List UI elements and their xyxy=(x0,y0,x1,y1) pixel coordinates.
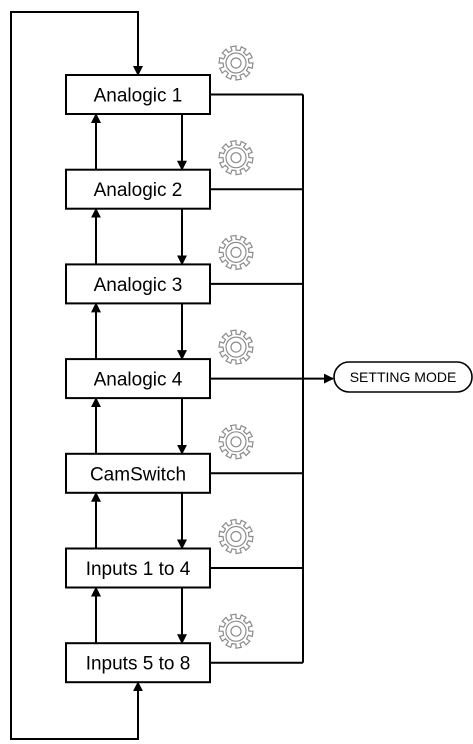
node-label-inputs-1-4: Inputs 1 to 4 xyxy=(86,559,191,580)
setting-mode-pill xyxy=(333,361,473,393)
setting-mode-label: SETTING MODE xyxy=(350,369,457,385)
node-label-analogic-1: Analogic 1 xyxy=(94,86,183,107)
node-label-analogic-3: Analogic 3 xyxy=(94,275,183,296)
node-label-inputs-5-8: Inputs 5 to 8 xyxy=(86,654,191,675)
setting-mode-terminal: SETTING MODE xyxy=(333,361,473,393)
gear-icon xyxy=(218,518,254,555)
gear-icon xyxy=(218,140,254,176)
gear-icon xyxy=(218,234,254,271)
gear-icon xyxy=(218,45,254,81)
mode-nodes: Analogic 1 Analogic 2 Analogic 3 Analogic 4… xyxy=(65,74,211,684)
node-label-analogic-4: Analogic 4 xyxy=(94,370,183,391)
connector-lines xyxy=(10,11,334,740)
node-box-analogic-2 xyxy=(65,168,211,210)
node-box-analogic-4 xyxy=(65,358,211,400)
settings-icons xyxy=(218,45,254,649)
gear-icon xyxy=(218,424,254,460)
gear-icon xyxy=(218,613,254,649)
node-box-analogic-1 xyxy=(65,74,211,115)
node-box-camswitch xyxy=(65,452,211,494)
node-label-camswitch: CamSwitch xyxy=(90,464,186,485)
node-box-inputs-1-4 xyxy=(65,547,211,589)
gear-icon xyxy=(218,329,254,365)
node-label-analogic-2: Analogic 2 xyxy=(94,180,183,201)
node-box-inputs-5-8 xyxy=(65,642,211,684)
node-box-analogic-3 xyxy=(65,263,211,305)
